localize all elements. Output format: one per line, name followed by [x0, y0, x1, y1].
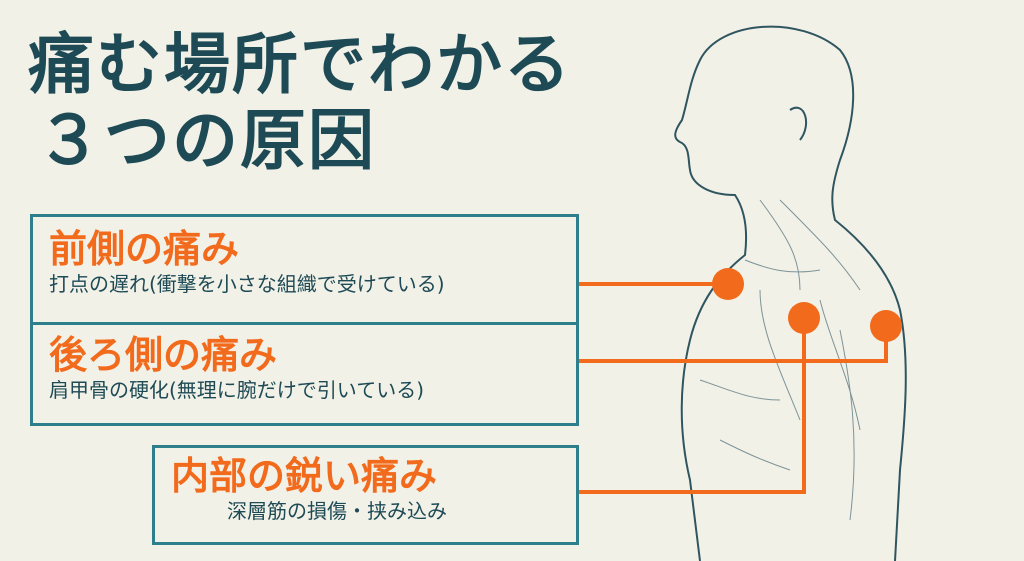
cause-detail: 深層筋の損傷・挟み込み [227, 499, 447, 523]
cause-box-back: 後ろ側の痛み 肩甲骨の硬化(無理に腕だけで引いている) [30, 322, 579, 426]
cause-heading: 後ろ側の痛み [49, 333, 278, 377]
cause-heading: 内部の鋭い痛み [171, 454, 438, 498]
connector-internal [579, 318, 806, 494]
cause-box-internal: 内部の鋭い痛み 深層筋の損傷・挟み込み [152, 445, 579, 545]
cause-heading: 前側の痛み [49, 227, 240, 271]
marker-front-dot [712, 268, 744, 300]
cause-detail: 打点の遅れ(衝撃を小さな組織で受けている) [49, 272, 445, 296]
page-title-line1: 痛む場所でわかる [28, 26, 572, 103]
page-title-line2: ３つの原因 [36, 102, 376, 179]
ear [789, 106, 808, 141]
body-outline [674, 25, 907, 561]
marker-internal-dot [788, 302, 820, 334]
cause-detail: 肩甲骨の硬化(無理に腕だけで引いている) [49, 378, 425, 402]
marker-back-dot [870, 310, 902, 342]
cause-box-front: 前側の痛み 打点の遅れ(衝撃を小さな組織で受けている) [30, 214, 579, 325]
